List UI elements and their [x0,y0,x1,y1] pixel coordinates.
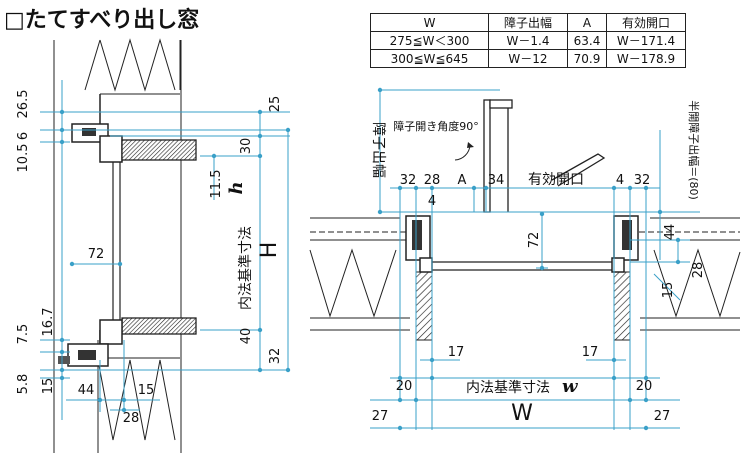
dim-44-section: 44 [78,383,95,398]
vertical-section: 26.5 6 10.5 16.7 7.5 5.8 15 25 30 40 32 … [16,38,291,453]
dim-27-right: 27 [654,409,671,424]
dim-15-plan: 15 [661,282,676,299]
dim-34: 34 [488,173,505,188]
inner-height-label: 内法基準寸法 [237,226,254,310]
open-angle-label: 障子開き角度90° [393,119,479,133]
dim-28-top: 28 [424,173,441,188]
dim-27-left: 27 [372,409,389,424]
dim-30: 30 [239,138,254,155]
dim-32-top-left: 32 [400,173,417,188]
table-header: 有効開口 [606,13,686,32]
dim-4-left: 4 [428,194,436,209]
width-label: W [511,401,533,426]
frame-left [405,215,433,273]
dim-a: A [458,173,467,188]
dim-17-left: 17 [448,345,465,360]
jamb-left [415,271,433,341]
dim-15-section: 15 [138,383,155,398]
table-cell: W－178.9 [606,49,686,68]
dim-28-plan: 28 [691,262,706,279]
half-projection-label: 半開障子出幅＝(80) [687,100,701,200]
dim-5-8: 5.8 [16,374,31,395]
dim-40: 40 [239,328,254,345]
dimension-ticks [59,109,291,413]
dim-25: 25 [268,96,283,113]
dim-44-plan: 44 [663,224,678,241]
effective-opening-label: 有効開口 [528,172,584,188]
page-title: □たてすべり出し窓 [4,8,200,33]
table-cell: W－171.4 [606,31,686,50]
sash-projection-label: 障子出幅 [370,122,386,178]
dim-6: 6 [16,132,31,140]
frame-right [611,215,639,273]
inner-width-label: 内法基準寸法 [466,379,550,396]
table-row: 300≦W≦645 W－12 70.9 W－178.9 [370,49,686,68]
dim-10-5: 10.5 [16,144,31,173]
dim-26-5: 26.5 [16,90,31,119]
inner-width-var: w [562,376,579,397]
bottom-frame [58,317,197,367]
half-open-sash [551,153,606,187]
dim-17-right: 17 [582,345,599,360]
horizontal-plan: 32 28 A 34 4 32 有効開口 4 障子出幅 障子開き角度90° 半開… [309,87,741,431]
dim-72-section: 72 [88,247,105,262]
dim-4-top-right: 4 [616,173,624,188]
open-sash [483,99,513,213]
dim-72-plan: 72 [527,232,542,249]
dim-11-5: 11.5 [209,170,224,199]
dim-28-section: 28 [123,411,140,426]
plan-ticks [377,87,681,431]
dim-16-7: 16.7 [41,308,56,337]
inner-height-var: h [226,181,247,194]
table-header: 障子出幅 [488,13,568,32]
dim-20-right: 20 [636,379,653,394]
dim-32-top-right: 32 [634,173,651,188]
table-cell: W－12 [488,49,568,68]
top-frame [71,123,197,163]
table-cell: 300≦W≦645 [370,49,489,68]
jamb-right [613,271,631,341]
table-cell: 275≦W＜300 [370,31,489,50]
dim-20-left: 20 [396,379,413,394]
dim-32: 32 [268,348,283,365]
height-label: H [257,242,282,259]
dim-15: 15 [41,378,56,395]
dim-7-5: 7.5 [16,324,31,345]
table-header-row: W 障子出幅 A 有効開口 [370,13,686,32]
spec-table: W 障子出幅 A 有効開口 275≦W＜300 W－1.4 63.4 W－171… [370,13,686,68]
